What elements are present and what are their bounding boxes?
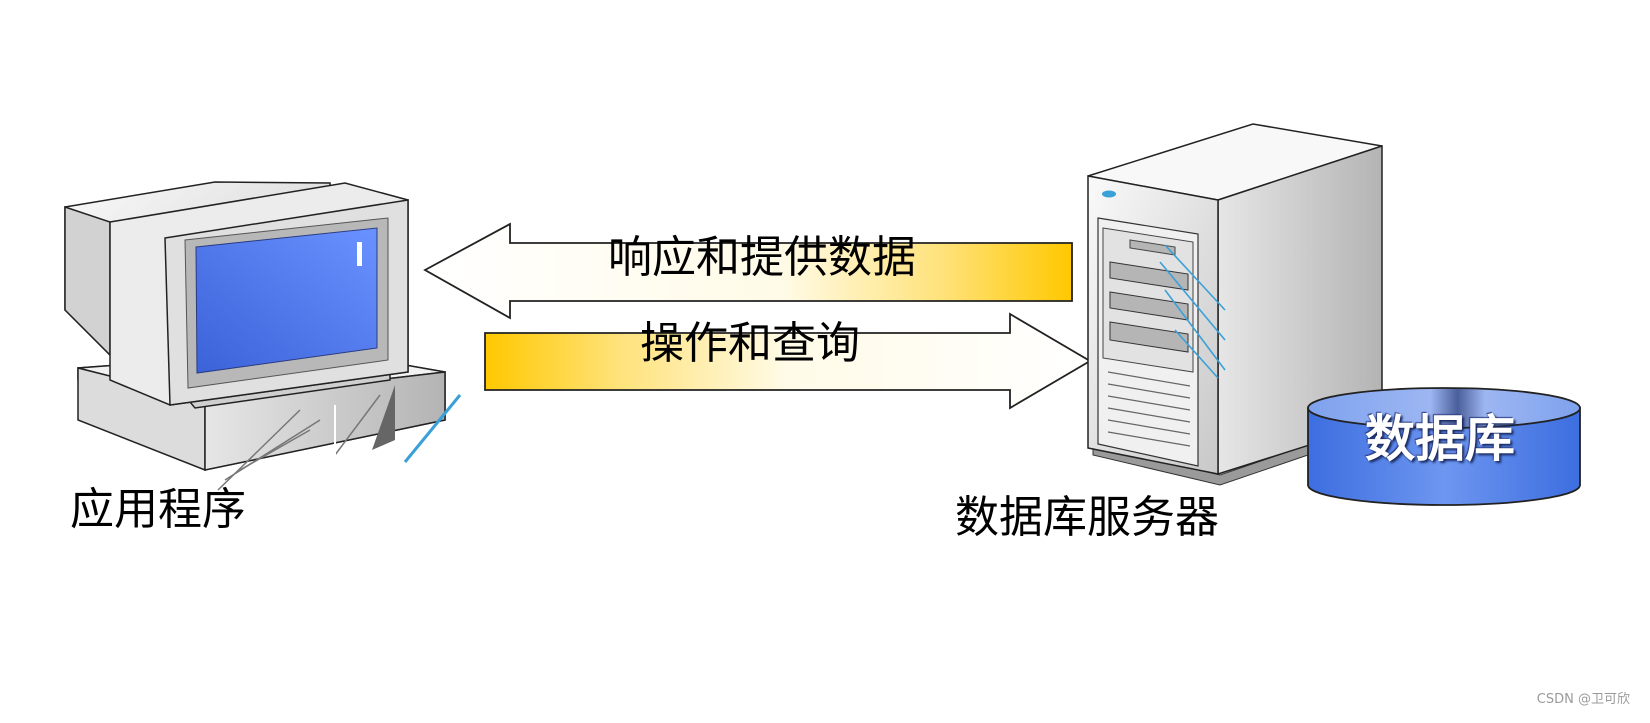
database-icon [1307, 387, 1581, 506]
operation-arrow-label: 操作和查询 [640, 318, 860, 369]
application-caption: 应用程序 [70, 484, 246, 535]
database-label: 数据库 [1365, 410, 1515, 468]
computer-icon [64, 181, 462, 491]
response-arrow [423, 222, 1073, 320]
response-arrow-label: 响应和提供数据 [608, 232, 916, 283]
watermark: CSDN @卫可欣 [1536, 692, 1630, 707]
operation-arrow [484, 312, 1092, 410]
server-caption: 数据库服务器 [955, 492, 1219, 543]
server-icon [1087, 123, 1383, 486]
